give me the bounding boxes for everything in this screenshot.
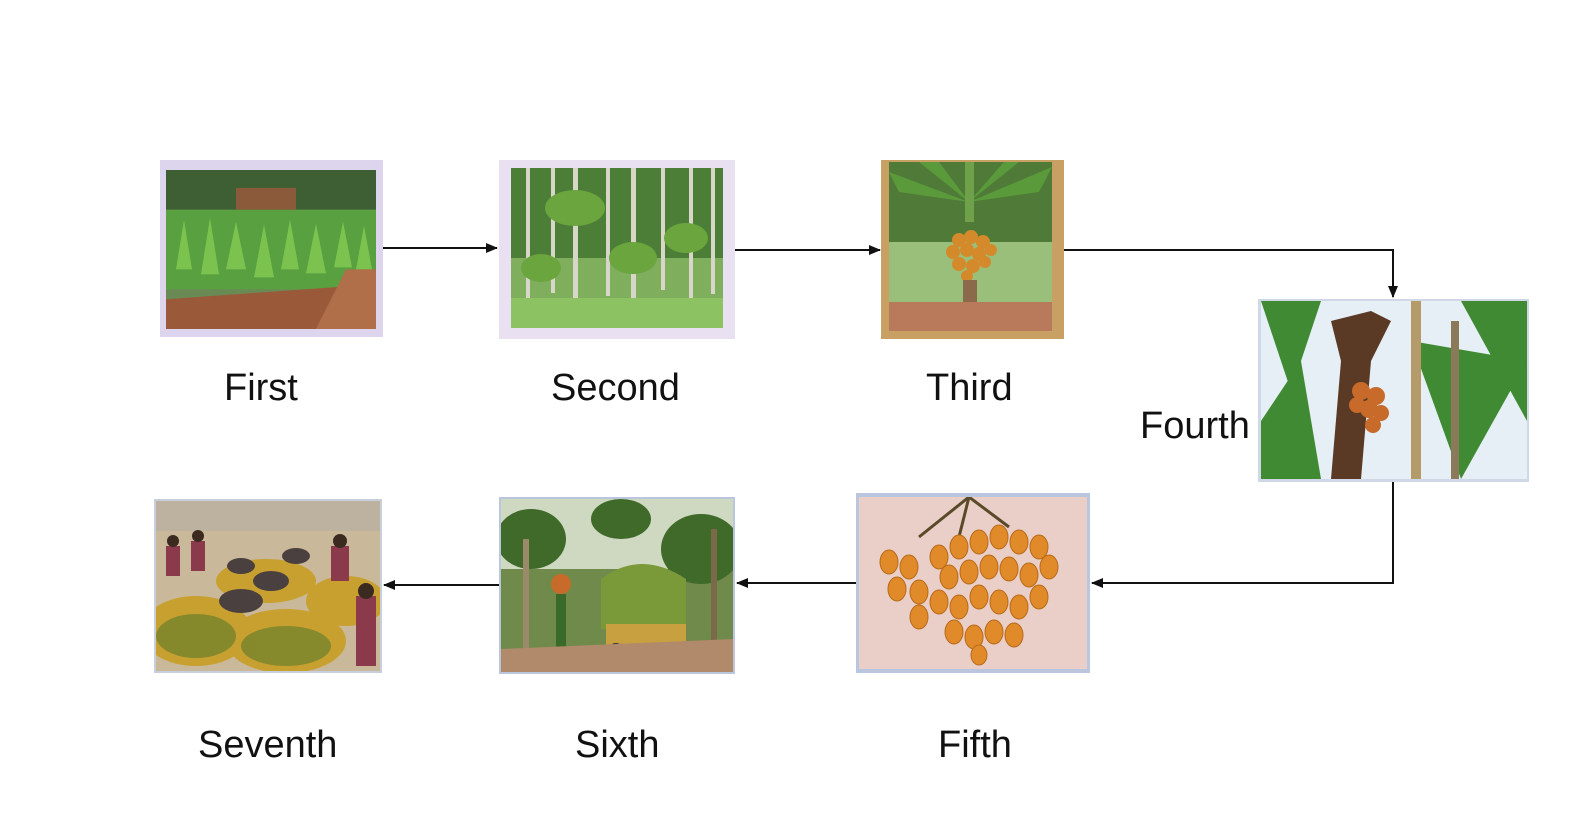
stage-label-seventh: Seventh xyxy=(198,724,338,766)
climber-harvesting-photo xyxy=(1258,299,1529,482)
harvested-nut-bunch-photo xyxy=(856,493,1090,673)
stage-label-sixth: Sixth xyxy=(575,724,660,766)
transport-cart-photo xyxy=(499,497,735,674)
arrow-fourth-to-fifth xyxy=(1091,482,1394,588)
stage-label-second: Second xyxy=(551,367,680,409)
stage-label-fourth: Fourth xyxy=(1140,405,1250,447)
seedling-nursery-photo xyxy=(160,160,383,337)
processing-workers-photo xyxy=(154,499,382,673)
palm-fruit-bunch-photo xyxy=(881,160,1064,339)
stage-label-fifth: Fifth xyxy=(938,724,1012,766)
arrow-third-to-fourth xyxy=(1064,249,1398,298)
young-palm-plantation-photo xyxy=(499,160,735,339)
stage-label-first: First xyxy=(224,367,298,409)
stage-label-third: Third xyxy=(926,367,1013,409)
